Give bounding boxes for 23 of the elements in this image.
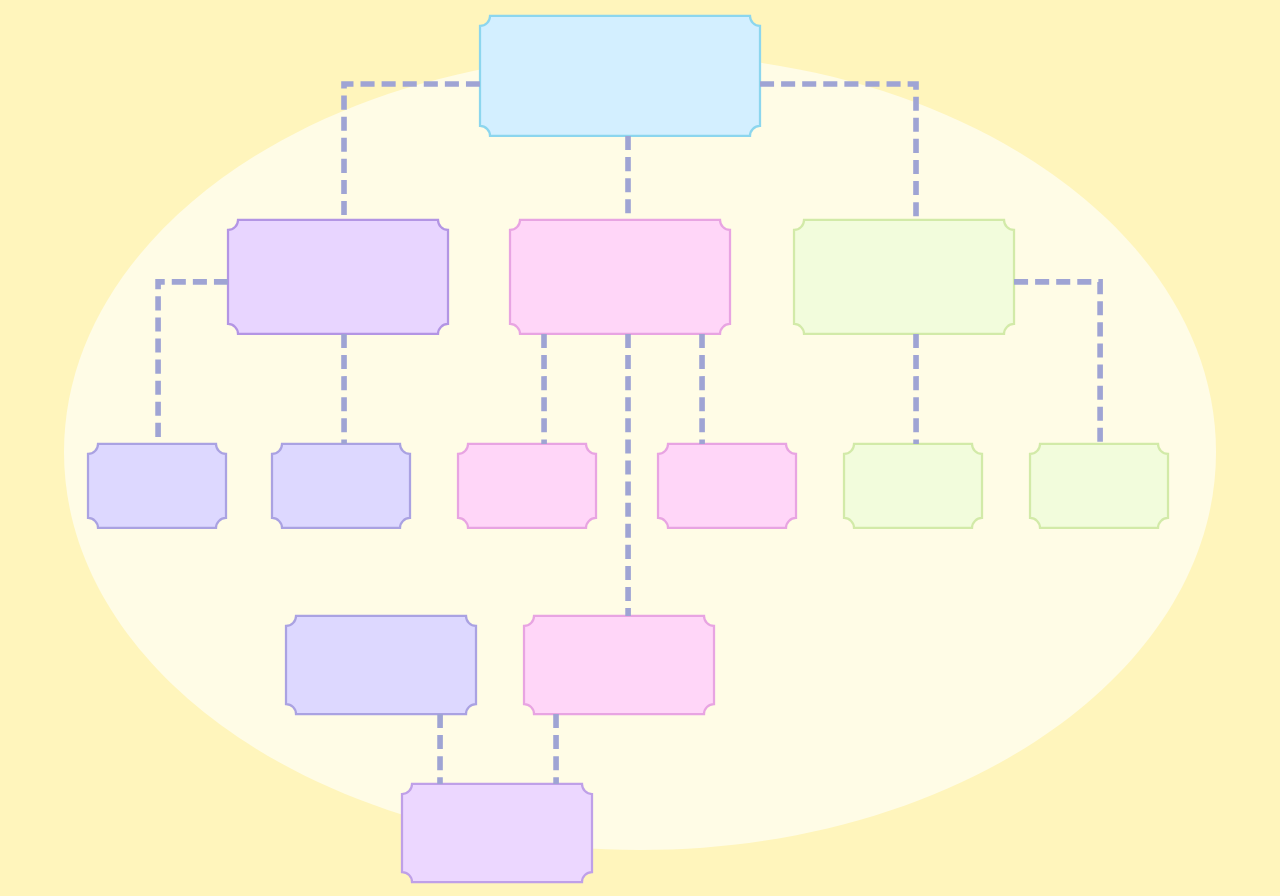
connector-line xyxy=(341,81,480,220)
org-chart-box xyxy=(226,218,450,336)
org-chart-box xyxy=(400,782,594,884)
connector-line xyxy=(437,713,443,784)
connector-line xyxy=(913,333,919,444)
org-chart-box xyxy=(270,442,412,530)
org-chart-box xyxy=(508,218,732,336)
org-chart-box xyxy=(86,442,228,530)
connector-line xyxy=(1014,279,1103,444)
connector-line xyxy=(541,333,547,444)
connector-line xyxy=(341,333,347,444)
org-chart-box xyxy=(522,614,716,716)
org-chart-box xyxy=(478,14,762,138)
connector-line xyxy=(553,713,559,784)
connector-line xyxy=(760,81,919,220)
org-chart-box xyxy=(284,614,478,716)
org-chart-box xyxy=(842,442,984,530)
org-chart-box xyxy=(792,218,1016,336)
connector-line xyxy=(699,333,705,444)
org-chart-box xyxy=(656,442,798,530)
org-chart-box xyxy=(456,442,598,530)
org-chart-box xyxy=(1028,442,1170,530)
connector-line xyxy=(625,333,631,616)
